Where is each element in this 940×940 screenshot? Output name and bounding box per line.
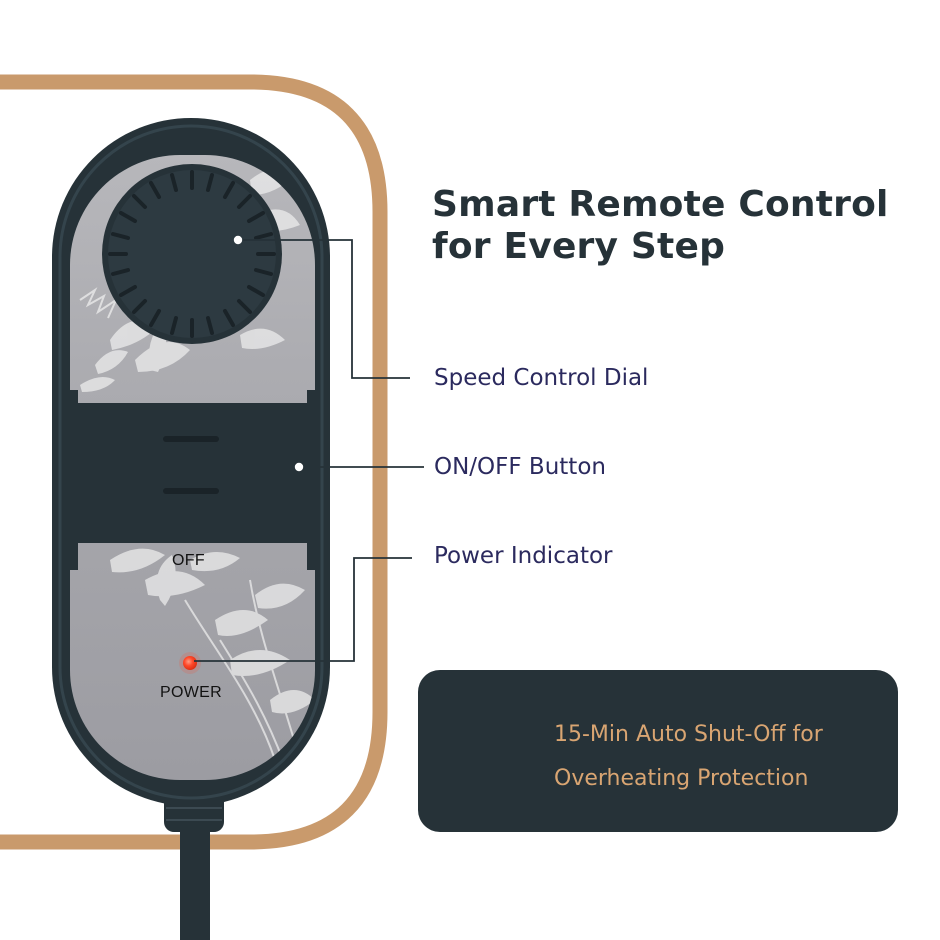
- title-line-1: Smart Remote Control: [432, 184, 889, 225]
- callout-leaders: [194, 239, 424, 662]
- decorative-frame: [0, 74, 388, 850]
- title-line-2: for Every Step: [432, 226, 726, 267]
- callout-power-indicator: Power Indicator: [434, 543, 613, 569]
- dial-callout-dot: [233, 235, 243, 245]
- auto-shutoff-card: [418, 670, 898, 832]
- power-label: POWER: [160, 684, 222, 701]
- on-off-switch[interactable]: [70, 390, 315, 570]
- page-title: Smart Remote Control for Every Step: [432, 184, 922, 268]
- off-label: OFF: [172, 552, 205, 569]
- callout-on-off-button: ON/OFF Button: [434, 454, 606, 480]
- speed-control-dial[interactable]: [102, 164, 282, 344]
- power-indicator-led: [183, 656, 197, 670]
- switch-callout-dot: [294, 462, 304, 472]
- feature-line-2: Overheating Protection: [554, 766, 809, 791]
- callout-speed-control-dial: Speed Control Dial: [434, 365, 649, 391]
- auto-shutoff-text: 15-Min Auto Shut-Off for Overheating Pro…: [554, 713, 823, 801]
- feature-line-1: 15-Min Auto Shut-Off for: [554, 722, 823, 747]
